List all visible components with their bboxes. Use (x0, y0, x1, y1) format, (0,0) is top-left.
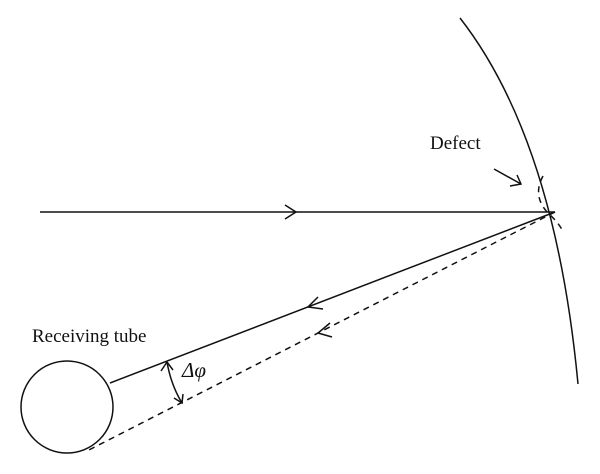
reflected-ray-arrowhead (306, 296, 324, 310)
defect-pointer-line (493, 168, 522, 185)
defect-pointer-arrowhead (509, 174, 523, 187)
incident-ray-arrowhead (284, 204, 298, 220)
mirror-curve (459, 17, 579, 385)
receiving-tube-label: Receiving tube (32, 326, 147, 347)
defect-dashed-arc (537, 175, 564, 233)
deviated-ray-arrowhead (316, 322, 333, 338)
receiving-tube-circle (20, 360, 114, 454)
angle-arc (166, 361, 183, 404)
angle-arc-arrowhead-bottom (173, 393, 184, 405)
angle-delta-phi-label: Δφ (182, 358, 206, 382)
reflected-ray (109, 211, 556, 384)
angle-arc-arrowhead-top (160, 360, 174, 372)
defect-label: Defect (430, 133, 481, 154)
